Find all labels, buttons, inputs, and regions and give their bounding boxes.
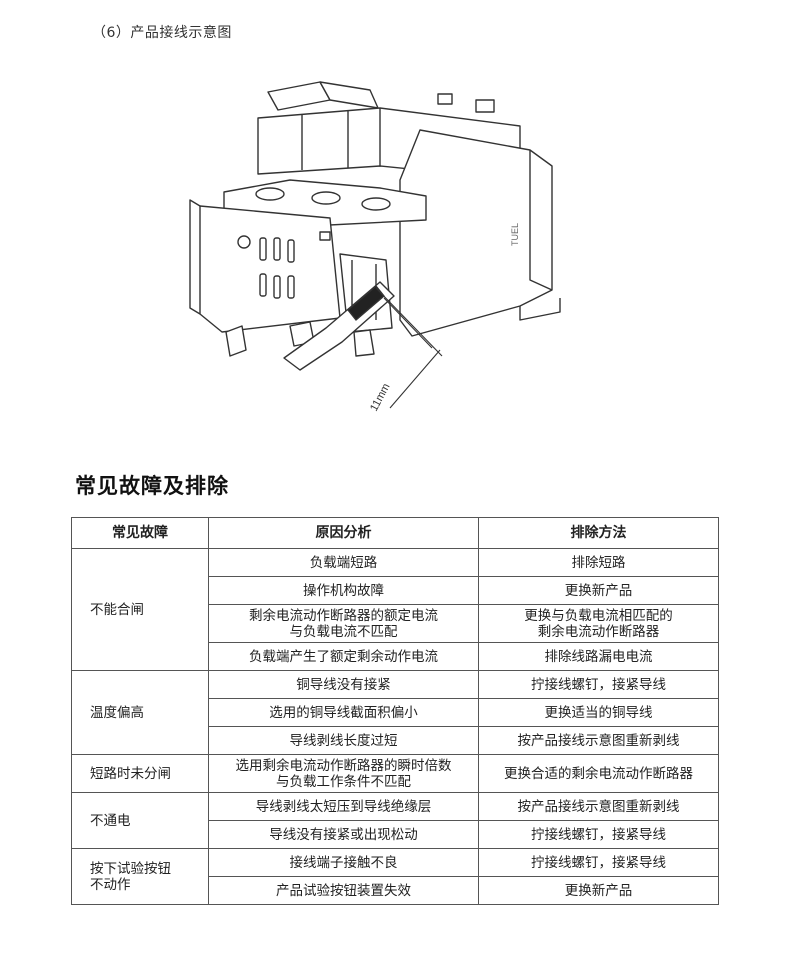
remedy-cell: 拧接线螺钉，接紧导线: [478, 670, 719, 699]
cause-cell: 选用剩余电流动作断路器的瞬时倍数 与负载工作条件不匹配: [208, 754, 479, 793]
table-row: 剩余电流动作断路器的额定电流 与负载电流不匹配 更换与负载电流相匹配的 剩余电流…: [72, 604, 719, 643]
cause-cell: 铜导线没有接紧: [208, 670, 479, 699]
remedy-cell: 按产品接线示意图重新剥线: [478, 792, 719, 821]
table-row: 负载端产生了额定剩余动作电流 排除线路漏电电流: [72, 642, 719, 671]
test-button: [437, 93, 453, 105]
table-row: 选用的铜导线截面积偏小 更换适当的铜导线: [72, 698, 719, 727]
cause-cell: 导线剥线太短压到导线绝缘层: [208, 792, 479, 821]
brand-mark: TUEL: [510, 223, 520, 246]
cause-cell: 剩余电流动作断路器的额定电流 与负载电流不匹配: [208, 604, 479, 643]
table-row: 导线没有接紧或出现松动 拧接线螺钉，接紧导线: [72, 820, 719, 849]
fault-cell: 按下试验按钮 不动作: [71, 848, 209, 905]
cause-line: 选用剩余电流动作断路器的瞬时倍数: [235, 757, 452, 774]
module-screw: [237, 235, 251, 249]
cause-cell: 导线剥线长度过短: [208, 726, 479, 755]
section-title: （6）产品接线示意图: [92, 25, 232, 41]
cause-cell: 负载端短路: [208, 548, 479, 577]
table-row: 产品试验按钮装置失效 更换新产品: [72, 876, 719, 905]
breaker-body-side: [399, 129, 553, 337]
cause-line: 剩余电流动作断路器的额定电流: [249, 607, 438, 624]
handle: [319, 81, 379, 109]
table-row: 按下试验按钮 不动作 接线端子接触不良 拧接线螺钉，接紧导线: [71, 848, 719, 905]
table-row: 不能合闸 负载端短路 排除短路: [71, 548, 719, 671]
table-row: 温度偏高 铜导线没有接紧 拧接线螺钉，接紧导线: [71, 670, 719, 755]
cause-line: 与负载工作条件不匹配: [276, 773, 411, 790]
faults-heading: 常见故障及排除: [75, 474, 229, 498]
remedy-cell: 更换新产品: [478, 576, 719, 605]
remedy-line: 剩余电流动作断路器: [537, 623, 660, 640]
fault-table: 常见故障 原因分析 排除方法 不能合闸 负载端短路 排除短路 操作机构故障 更换…: [71, 517, 719, 905]
fault-cell: 不能合闸: [71, 548, 209, 671]
wiring-diagram: 11mm TUEL: [189, 81, 561, 414]
remedy-cell: 更换与负载电流相匹配的 剩余电流动作断路器: [478, 604, 719, 643]
remedy-cell: 排除短路: [478, 548, 719, 577]
fault-line: 按下试验按钮: [90, 860, 171, 877]
table-row: 不通电 导线剥线太短压到导线绝缘层 按产品接线示意图重新剥线: [71, 792, 719, 849]
test-button: [475, 99, 495, 113]
handle: [267, 81, 331, 111]
fault-cell: 短路时未分闸: [71, 754, 209, 793]
remedy-line: 更换与负载电流相匹配的: [524, 607, 673, 624]
cause-cell: 产品试验按钮装置失效: [208, 876, 479, 905]
fault-cell: 不通电: [71, 792, 209, 849]
terminal-screw: [361, 197, 391, 211]
dimension-label: 11mm: [368, 382, 393, 414]
cause-cell: 接线端子接触不良: [208, 848, 479, 877]
remedy-cell: 更换适当的铜导线: [478, 698, 719, 727]
remedy-cell: 拧接线螺钉，接紧导线: [478, 820, 719, 849]
fault-line: 不动作: [90, 876, 131, 893]
remedy-cell: 更换新产品: [478, 876, 719, 905]
remedy-cell: 按产品接线示意图重新剥线: [478, 726, 719, 755]
header-fault: 常见故障: [71, 517, 209, 549]
remedy-cell: 拧接线螺钉，接紧导线: [478, 848, 719, 877]
remedy-cell: 更换合适的剩余电流动作断路器: [478, 754, 719, 793]
cause-cell: 选用的铜导线截面积偏小: [208, 698, 479, 727]
cause-cell: 导线没有接紧或出现松动: [208, 820, 479, 849]
module-block: [199, 205, 341, 333]
terminal-screw: [311, 191, 341, 205]
header-remedy: 排除方法: [478, 517, 719, 549]
cause-line: 与负载电流不匹配: [289, 623, 398, 640]
fault-cell: 温度偏高: [71, 670, 209, 755]
cause-cell: 负载端产生了额定剩余动作电流: [208, 642, 479, 671]
table-row: 操作机构故障 更换新产品: [72, 576, 719, 605]
header-cause: 原因分析: [208, 517, 479, 549]
terminal-screw: [255, 187, 285, 201]
table-row: 短路时未分闸 选用剩余电流动作断路器的瞬时倍数 与负载工作条件不匹配 更换合适的…: [71, 754, 719, 793]
cause-cell: 操作机构故障: [208, 576, 479, 605]
remedy-cell: 排除线路漏电电流: [478, 642, 719, 671]
